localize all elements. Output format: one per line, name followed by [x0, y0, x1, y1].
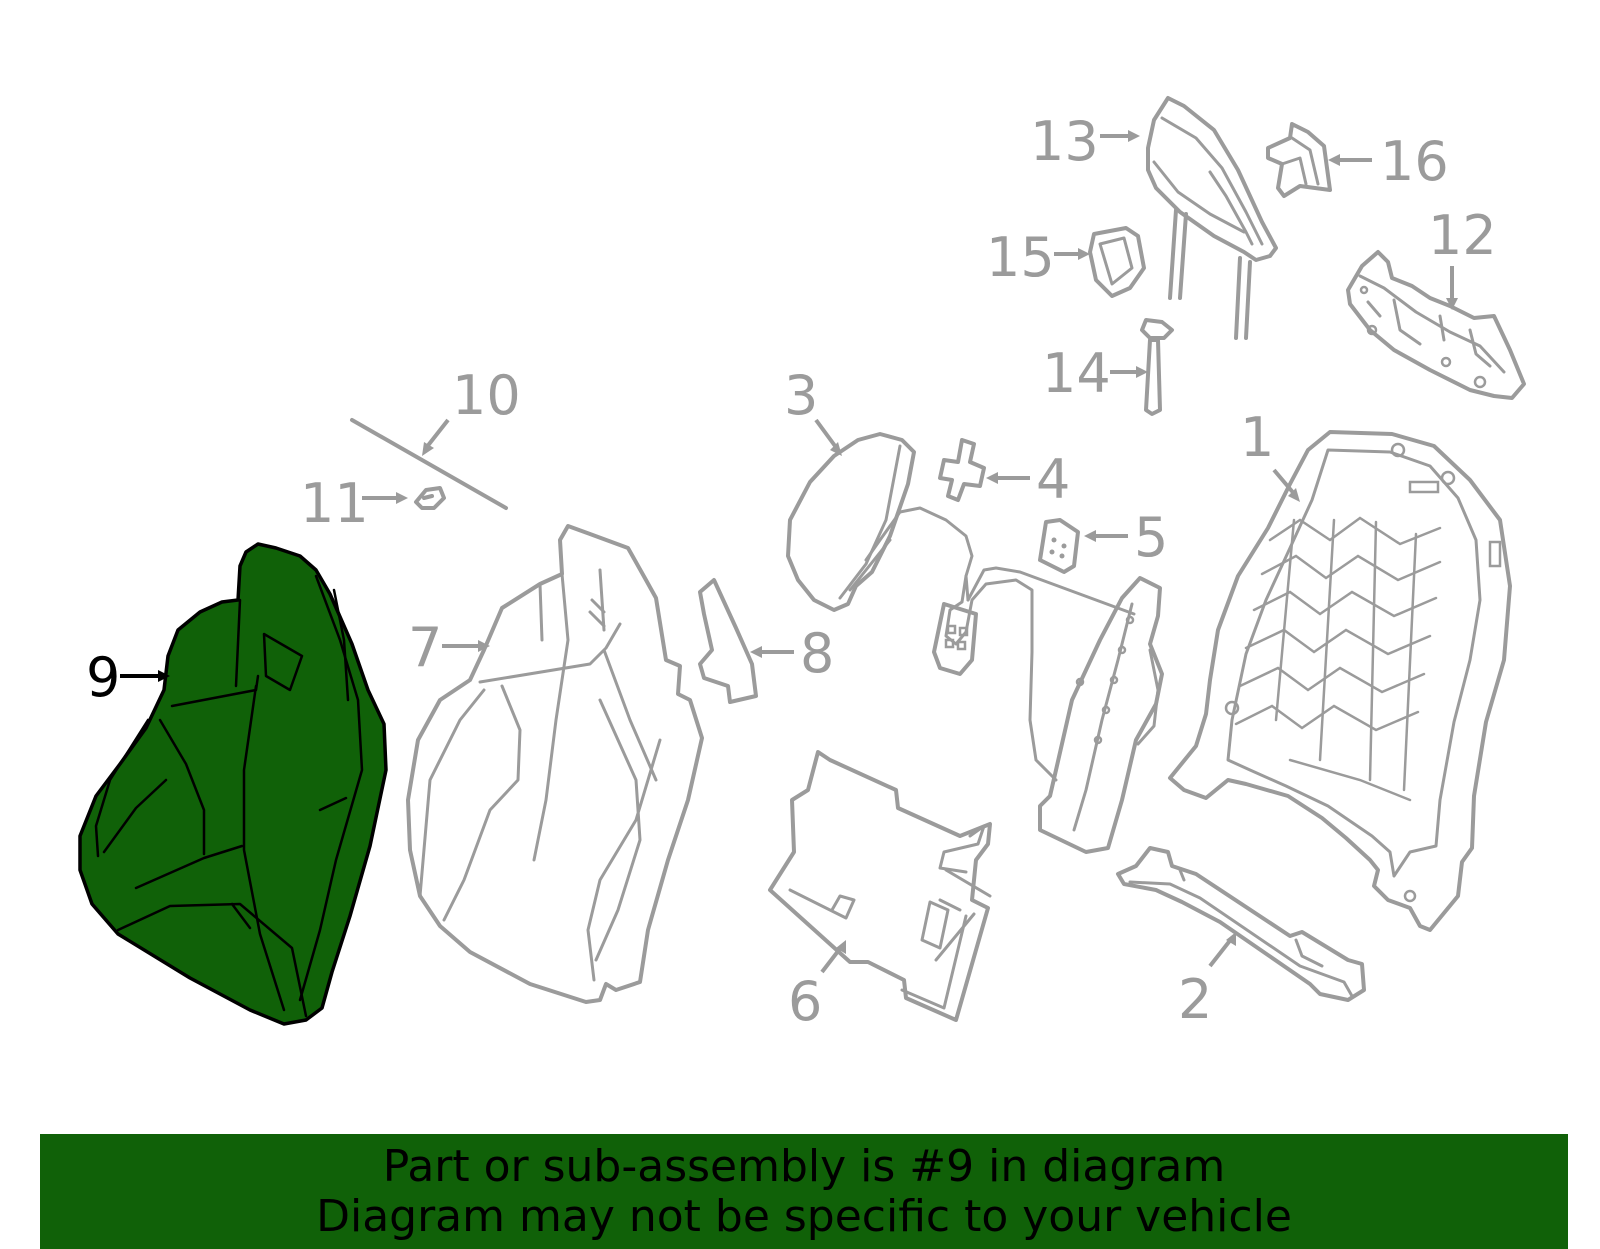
callout-13: 13 — [1030, 110, 1140, 173]
callout-label-7: 7 — [408, 616, 442, 679]
callout-2: 2 — [1178, 932, 1236, 1031]
callout-4: 4 — [986, 448, 1070, 511]
wiring-harness[interactable] — [932, 566, 1136, 782]
banner-line-1: Part or sub-assembly is #9 in diagram — [382, 1140, 1226, 1192]
part-5-plate[interactable] — [1038, 518, 1080, 574]
callout-label-12: 12 — [1428, 204, 1497, 267]
part-10-rod[interactable] — [350, 418, 508, 510]
part-12-mechanism-bracket[interactable] — [1346, 250, 1526, 400]
callout-label-5: 5 — [1134, 506, 1168, 569]
part-7-seat-back-pad[interactable] — [406, 524, 704, 1004]
callout-7: 7 — [408, 616, 490, 679]
part-14-release-pin[interactable] — [1140, 318, 1174, 416]
part-1-seat-back-frame[interactable] — [1168, 430, 1512, 932]
seat-side-rail[interactable] — [1038, 576, 1164, 854]
callout-5: 5 — [1084, 506, 1168, 569]
callout-label-9: 9 — [86, 646, 120, 709]
part-2-cross-member[interactable] — [1116, 846, 1366, 1002]
callout-label-6: 6 — [788, 970, 822, 1033]
callout-label-13: 13 — [1030, 110, 1099, 173]
part-16-guide-sleeve[interactable] — [1266, 122, 1332, 198]
callout-label-10: 10 — [452, 364, 521, 427]
callout-12: 12 — [1428, 204, 1497, 310]
callout-8: 8 — [750, 622, 834, 685]
callout-15: 15 — [986, 226, 1090, 289]
callout-11: 11 — [300, 472, 408, 535]
callout-label-15: 15 — [986, 226, 1055, 289]
callout-label-14: 14 — [1042, 342, 1111, 405]
callout-3: 3 — [784, 364, 842, 456]
banner-line-2: Diagram may not be specific to your vehi… — [316, 1190, 1292, 1242]
callout-label-3: 3 — [784, 364, 818, 427]
callout-9: 9 — [86, 646, 170, 709]
part-9-seat-back-cover[interactable] — [78, 542, 388, 1026]
part-15-guide-cap[interactable] — [1088, 226, 1146, 298]
part-6-panel[interactable] — [768, 750, 992, 1022]
callout-label-8: 8 — [800, 622, 834, 685]
info-banner: Part or sub-assembly is #9 in diagram Di… — [40, 1134, 1568, 1249]
part-11-clip[interactable] — [414, 486, 446, 510]
callout-label-11: 11 — [300, 472, 369, 535]
callout-14: 14 — [1042, 342, 1148, 405]
part-3-side-airbag[interactable] — [786, 432, 974, 612]
callout-1: 1 — [1240, 406, 1300, 502]
callout-16: 16 — [1328, 130, 1449, 193]
callout-10: 10 — [422, 364, 521, 456]
callout-label-1: 1 — [1240, 406, 1274, 469]
part-8-trim-piece[interactable] — [698, 578, 758, 704]
callout-label-16: 16 — [1380, 130, 1449, 193]
callout-label-4: 4 — [1036, 448, 1070, 511]
part-4-connector[interactable] — [938, 438, 986, 502]
callout-6: 6 — [788, 940, 846, 1033]
callout-label-2: 2 — [1178, 968, 1212, 1031]
part-13-headrest[interactable] — [1146, 96, 1278, 340]
